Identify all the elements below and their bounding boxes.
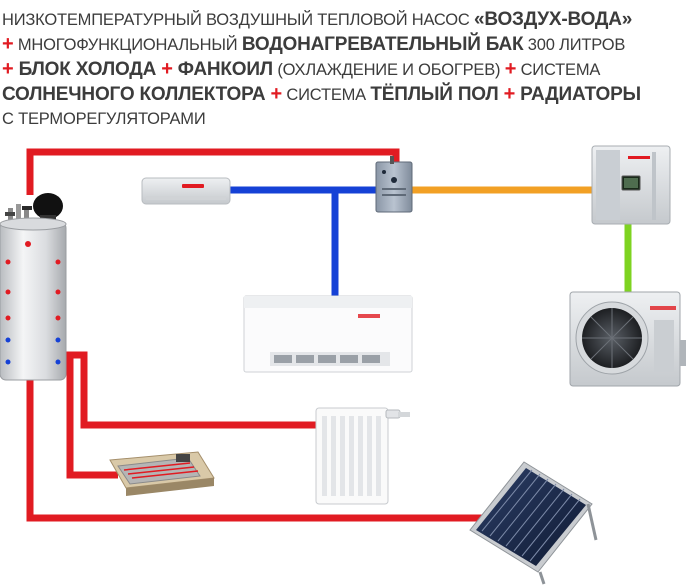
headline-line-3: + БЛОК ХОЛОДА + ФАНКОИЛ (ОХЛАЖДЕНИЕ И ОБ… [2,57,690,82]
headline-line-5: С ТЕРМОРЕГУЛЯТОРАМИ [2,107,690,131]
headline-line-4: СОЛНЕЧНОГО КОЛЛЕКТОРА + СИСТЕМА ТЁПЛЫЙ П… [2,82,690,107]
plus-sign: + [2,58,14,80]
outdoor-unit-icon [569,291,686,387]
plus-sign: + [2,33,14,55]
headline-line-2: + МНОГОФУНКЦИОНАЛЬНЫЙ ВОДОНАГРЕВАТЕЛЬНЫЙ… [2,32,690,57]
headline-bold: СОЛНЕЧНОГО КОЛЛЕКТОРА [2,84,271,105]
plus-sign: + [161,58,173,80]
plus-sign: + [503,83,516,105]
headline-text: (ОХЛАЖДЕНИЕ И ОБОГРЕВ) [272,61,505,79]
headline-text: С ТЕРМОРЕГУЛЯТОРАМИ [2,110,206,128]
heating-pipe-solar [26,380,482,522]
control-box-icon [375,156,413,213]
plus-sign: + [504,58,517,80]
headline-bold: РАДИАТОРЫ [515,84,641,105]
headline-text: СИСТЕМА [282,86,371,104]
split-ac-icon [141,177,231,205]
headline-bold: ФАНКОИЛ [172,59,273,80]
heating-pipe-radiator [66,351,330,429]
fancoil-icon [243,295,413,373]
water-tank-icon [0,193,67,381]
headline-bold: ВОДОНАГРЕВАТЕЛЬНЫЙ БАК [241,34,524,55]
hydro-module-icon [591,145,671,225]
radiator-icon [315,407,410,505]
headline-text: МНОГОФУНКЦИОНАЛЬНЫЙ [13,36,242,54]
headline-line-1: НИЗКОТЕМПЕРАТУРНЫЙ ВОЗДУШНЫЙ ТЕПЛОВОЙ НА… [2,8,690,32]
solar-collector-icon [469,461,598,585]
headline-bold: ТЁПЛЫЙ ПОЛ [370,84,504,105]
headline: НИЗКОТЕМПЕРАТУРНЫЙ ВОЗДУШНЫЙ ТЕПЛОВОЙ НА… [2,8,690,131]
plus-sign: + [270,83,283,105]
headline-text: СИСТЕМА [516,61,601,79]
headline-text: НИЗКОТЕМПЕРАТУРНЫЙ ВОЗДУШНЫЙ ТЕПЛОВОЙ НА… [2,11,475,29]
floor-heating-icon [109,451,215,496]
headline-text: 300 ЛИТРОВ [523,36,626,54]
headline-bold: «ВОЗДУХ-ВОДА» [474,9,633,30]
cooling-pipes [226,186,380,298]
heating-pipe-floor [66,356,118,479]
headline-bold: БЛОК ХОЛОДА [13,59,162,80]
